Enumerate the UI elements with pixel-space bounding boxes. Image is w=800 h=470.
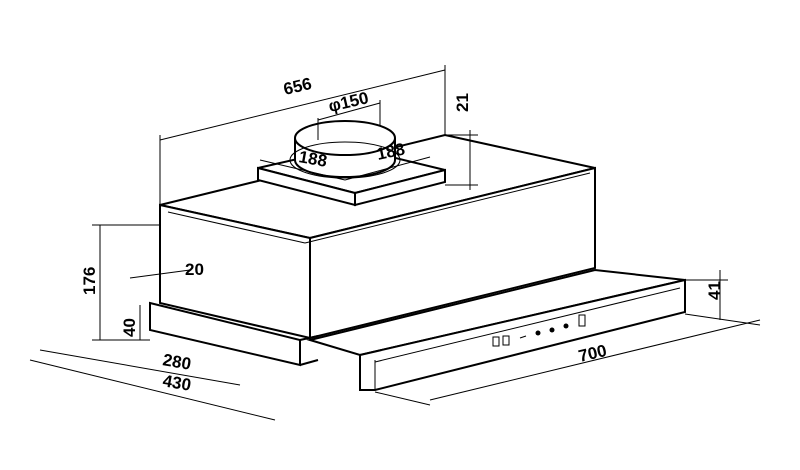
drawer-panel	[306, 268, 686, 391]
control-button	[492, 336, 500, 347]
dim-280: 280	[161, 350, 192, 374]
dim-188-left: 188	[297, 147, 328, 171]
control-button	[549, 327, 555, 333]
dim-700: 700	[577, 341, 609, 366]
control-button	[578, 314, 586, 327]
dimension-lines	[29, 65, 761, 421]
dim-phi150: φ150	[327, 88, 371, 116]
dim-430: 430	[161, 371, 192, 395]
dim-41: 41	[705, 281, 724, 300]
dim-656: 656	[282, 74, 314, 99]
dim-176: 176	[80, 267, 99, 295]
dim-21: 21	[453, 93, 472, 112]
control-button	[563, 323, 569, 329]
dim-20: 20	[185, 260, 204, 279]
motor-housing	[257, 120, 446, 207]
control-button	[535, 330, 541, 336]
dim-40: 40	[120, 318, 139, 337]
control-button	[502, 335, 510, 346]
